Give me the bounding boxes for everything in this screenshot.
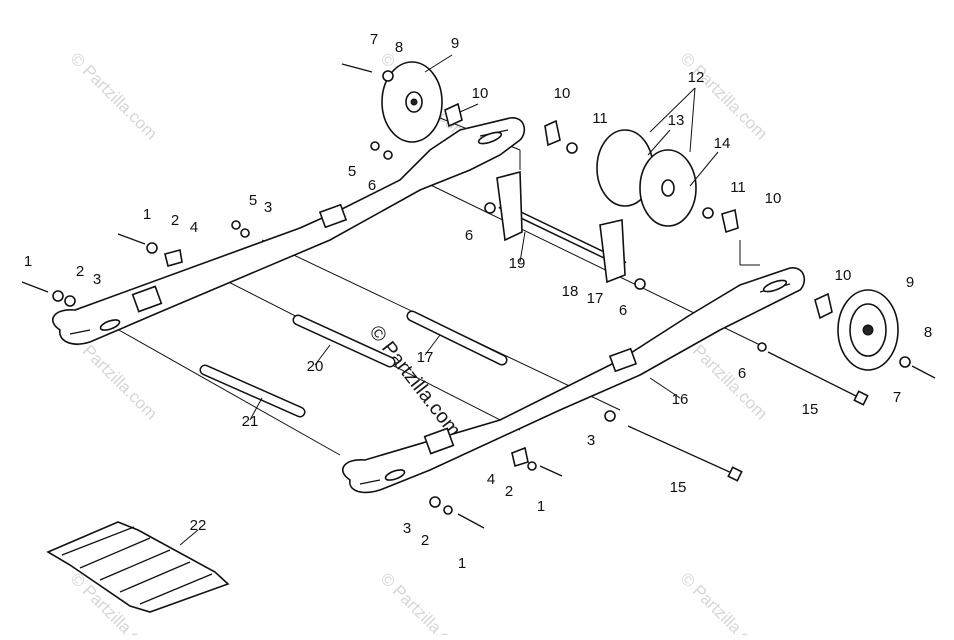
callout-1-a: 1 — [24, 253, 32, 270]
callout-15-b: 15 — [670, 479, 687, 496]
callout-3-a: 3 — [93, 271, 101, 288]
callout-13: 13 — [668, 112, 685, 129]
callout-2-c: 2 — [505, 483, 513, 500]
callout-7-right: 7 — [893, 389, 901, 406]
callout-11-b: 11 — [730, 179, 746, 196]
fasteners — [21, 63, 936, 529]
callout-17-b: 17 — [417, 349, 434, 366]
callout-18: 18 — [562, 283, 579, 300]
callout-22: 22 — [190, 517, 207, 534]
callout-10-c: 10 — [765, 190, 782, 207]
callout-7-upper: 7 — [370, 31, 378, 48]
cross-shafts — [199, 310, 508, 418]
callout-2-b: 2 — [171, 212, 179, 229]
watermark-bottom-center: © Partzilla.com — [377, 569, 471, 635]
callout-6-a: 6 — [368, 177, 376, 194]
watermark-top-left: © Partzilla.com — [67, 49, 161, 143]
callout-17-a: 17 — [587, 290, 604, 307]
callout-14: 14 — [714, 135, 731, 152]
callout-9-upper: 9 — [451, 35, 459, 52]
rail-left — [342, 267, 806, 494]
callout-3-e: 3 — [403, 520, 411, 537]
callout-1-c: 1 — [537, 498, 545, 515]
callout-4-b: 4 — [487, 471, 495, 488]
callout-10-d: 10 — [835, 267, 852, 284]
idler-wheel-upper — [381, 61, 443, 143]
callout-1-b: 1 — [143, 206, 151, 223]
callout-10-a: 10 — [472, 85, 489, 102]
idler-wheel-right — [837, 289, 899, 371]
long-bolts — [627, 351, 869, 482]
callout-11-a: 11 — [592, 110, 608, 127]
callout-6-d: 6 — [738, 365, 746, 382]
leader-lines — [179, 54, 719, 546]
slide-mat — [46, 521, 230, 613]
callout-6-b: 6 — [465, 227, 473, 244]
axle-assembly — [496, 170, 627, 284]
callout-4-a: 4 — [190, 219, 198, 236]
callout-8-right: 8 — [924, 324, 932, 341]
callout-5-a: 5 — [348, 163, 356, 180]
callout-19: 19 — [509, 255, 526, 272]
callout-21: 21 — [242, 413, 259, 430]
callout-3-d: 3 — [587, 432, 595, 449]
callout-3-c: 3 — [264, 199, 272, 216]
callout-10-b: 10 — [554, 85, 571, 102]
callout-15-a: 15 — [802, 401, 819, 418]
callout-5-b: 5 — [249, 192, 257, 209]
callout-2-d: 2 — [421, 532, 429, 549]
callout-9-right: 9 — [906, 274, 914, 291]
callout-1-d: 1 — [458, 555, 466, 572]
watermark-bottom-right: © Partzilla.com — [677, 569, 771, 635]
callout-8-upper: 8 — [395, 39, 403, 56]
callout-20: 20 — [307, 358, 324, 375]
callout-2-a: 2 — [76, 263, 84, 280]
callout-12: 12 — [688, 69, 705, 86]
rail-right — [52, 117, 526, 345]
callout-6-c: 6 — [619, 302, 627, 319]
callout-labels: 7 8 9 10 10 11 12 13 14 11 10 10 9 8 7 6… — [24, 31, 932, 572]
dual-wheel-assembly — [596, 129, 697, 227]
watermark-top-right: © Partzilla.com — [677, 49, 771, 143]
